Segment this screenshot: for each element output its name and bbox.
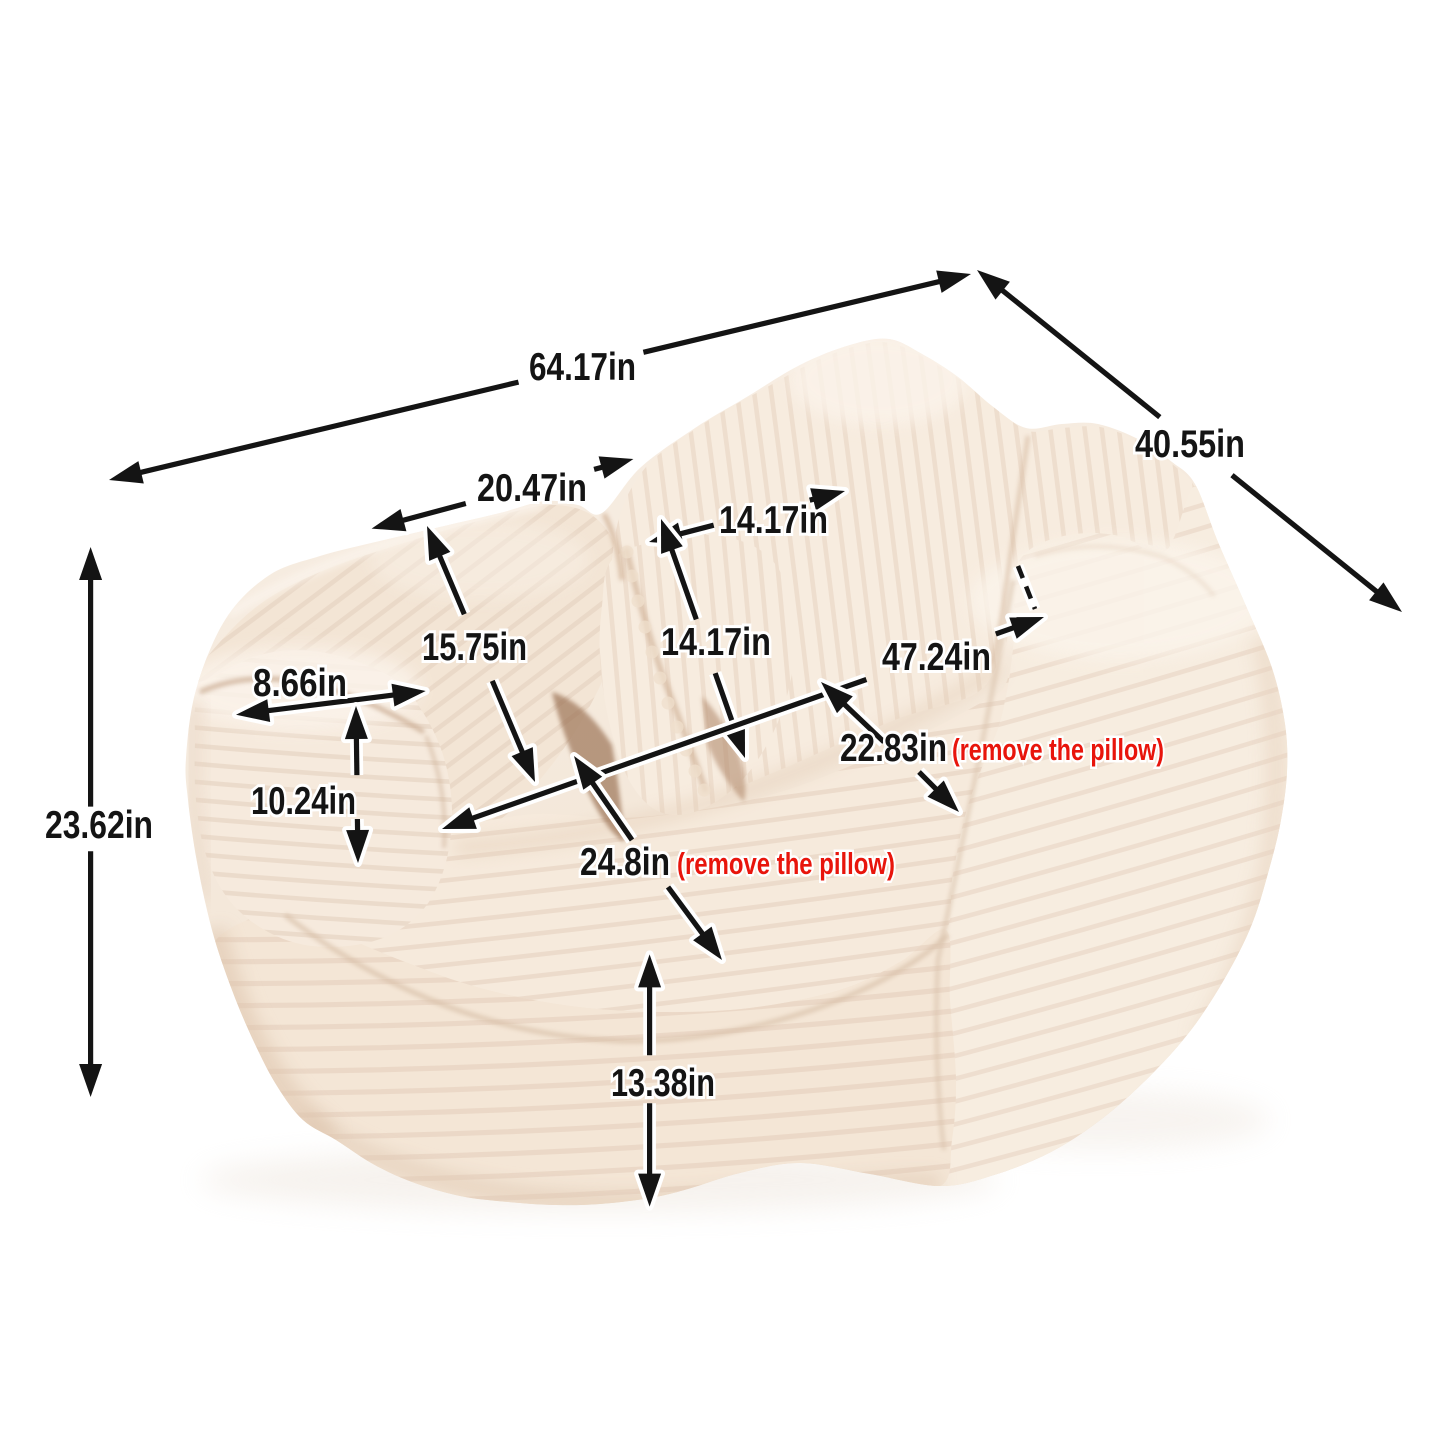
svg-text:15.75in: 15.75in	[422, 626, 527, 669]
svg-text:13.38in: 13.38in	[611, 1062, 715, 1105]
svg-text:23.62in: 23.62in	[45, 804, 153, 847]
svg-text:10.24in: 10.24in	[251, 780, 356, 823]
svg-text:64.17in: 64.17in	[529, 346, 636, 389]
svg-text:(remove the pillow): (remove the pillow)	[677, 846, 895, 881]
svg-text:24.8in: 24.8in	[580, 841, 670, 884]
svg-text:14.17in: 14.17in	[719, 499, 828, 542]
svg-text:(remove the pillow): (remove the pillow)	[952, 732, 1164, 767]
svg-text:14.17in: 14.17in	[661, 621, 771, 664]
svg-text:40.55in: 40.55in	[1135, 423, 1245, 466]
svg-text:47.24in: 47.24in	[882, 636, 991, 679]
svg-text:8.66in: 8.66in	[253, 662, 347, 705]
svg-text:20.47in: 20.47in	[477, 467, 587, 510]
svg-text:22.83in: 22.83in	[840, 727, 947, 770]
